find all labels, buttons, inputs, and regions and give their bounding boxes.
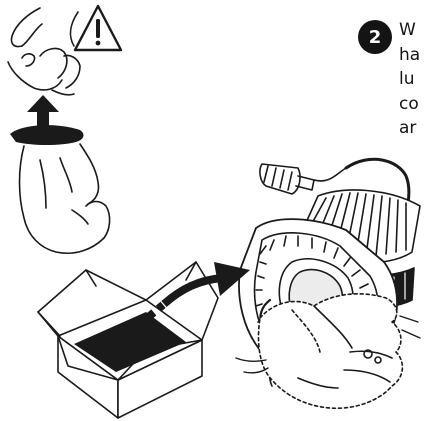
step-text-line: co [399,92,435,117]
step-instruction-text: W ha lu co ar [399,18,435,141]
step-text-line: ha [399,43,435,68]
hand-with-cover-icon [10,125,110,253]
step-text-line: lu [399,67,435,92]
step-number-badge: 2 [358,20,392,54]
step-text-line: ar [399,116,435,141]
step-text-line: W [399,18,435,43]
warning-triangle-icon [75,6,121,50]
hand-holding-cap-icon [8,8,80,95]
